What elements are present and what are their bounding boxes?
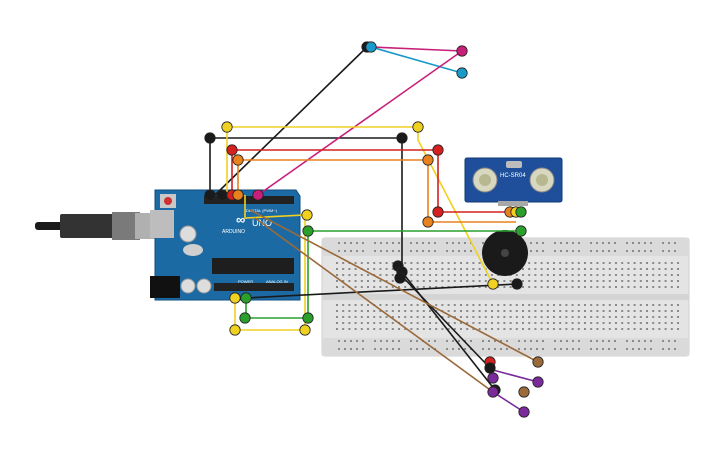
pin-arduino-d11[interactable] (232, 189, 244, 201)
pin-sensor-gnd[interactable] (515, 206, 527, 218)
ultrasonic-sensor[interactable]: HC-SR04 (464, 157, 563, 206)
arduino-logo-icon: ∞ (236, 212, 245, 227)
wires-layer (209, 46, 539, 413)
pin-black-right[interactable] (396, 132, 408, 144)
power-jack (150, 276, 180, 298)
pin-green-bb-low[interactable] (302, 312, 314, 324)
pin-black-corner[interactable] (204, 132, 216, 144)
pin-green-bb[interactable] (302, 225, 314, 237)
pin-brown-lower[interactable] (518, 386, 530, 398)
sensor-model-label: HC-SR04 (500, 173, 526, 179)
pin-brown-right[interactable] (532, 356, 544, 368)
pin-orange-right[interactable] (422, 154, 434, 166)
pin-orange-sensor[interactable] (422, 216, 434, 228)
wire-orange[interactable] (237, 159, 429, 222)
pin-yellow-right[interactable] (412, 121, 424, 133)
pin-arduino-d9[interactable] (252, 189, 264, 201)
pin-magenta-top[interactable] (456, 45, 468, 57)
wire-cyan[interactable] (370, 46, 463, 74)
atmega-chip (212, 258, 294, 274)
wire-magenta[interactable] (257, 50, 463, 196)
wire-purple-2[interactable] (492, 391, 525, 413)
pin-arduino-d13[interactable] (216, 189, 228, 201)
breadboard[interactable] (321, 237, 690, 357)
usb-port (150, 210, 174, 238)
pin-buzzer-yellow[interactable] (487, 278, 499, 290)
digital-pins-label: DIGITAL (PWM~) (246, 208, 278, 213)
wire-red[interactable] (231, 149, 439, 212)
wire-magenta-2[interactable] (370, 46, 463, 52)
wire-black-buzzer[interactable] (245, 283, 518, 299)
pin-arduino-5v[interactable] (229, 292, 241, 304)
digital-header (204, 196, 294, 204)
pin-purple-bottom[interactable] (518, 406, 530, 418)
pin-purple-lower[interactable] (487, 372, 499, 384)
pin-yellow-corner[interactable] (221, 121, 233, 133)
pin-cyan-top[interactable] (365, 41, 377, 53)
arduino-uno-board[interactable]: ∞ ARDUINO UNO DIGITAL (PWM~) POWER ANALO… (150, 189, 301, 301)
arduino-brand-label: ARDUINO (222, 229, 245, 235)
pin-arduino-gnd[interactable] (204, 189, 216, 201)
wire-brown-1[interactable] (249, 209, 539, 363)
pin-green-low[interactable] (239, 312, 251, 324)
usb-cable (35, 212, 167, 240)
wire-black-low-1[interactable] (397, 271, 491, 369)
wire-black-gnd[interactable] (209, 137, 403, 272)
pin-orange-corner[interactable] (232, 154, 244, 166)
wire-purple-1[interactable] (492, 369, 539, 383)
pin-yellow-low[interactable] (229, 324, 241, 336)
pin-buzzer-black[interactable] (511, 278, 523, 290)
pin-black-lower[interactable] (484, 362, 496, 374)
power-pins-label: POWER (238, 279, 253, 284)
breadboard-holes (336, 242, 679, 350)
power-analog-header (214, 283, 294, 291)
pin-yellow-bb-low[interactable] (299, 324, 311, 336)
pin-purple-right[interactable] (532, 376, 544, 388)
pin-red-right[interactable] (432, 144, 444, 156)
wire-endpoints-layer (204, 41, 544, 418)
wire-black-top[interactable] (214, 46, 368, 196)
pin-cyan-right[interactable] (456, 67, 468, 79)
pin-red-sensor[interactable] (432, 206, 444, 218)
pin-arduino-gnd2[interactable] (240, 292, 252, 304)
pin-purple-lower-2[interactable] (487, 386, 499, 398)
wire-black-low-2[interactable] (401, 271, 496, 391)
pin-green-sensor[interactable] (515, 225, 527, 237)
wire-brown-2[interactable] (254, 217, 494, 393)
analog-pins-label: ANALOG IN (266, 279, 288, 284)
pin-black-bb-3[interactable] (394, 272, 406, 284)
pin-red-corner[interactable] (226, 144, 238, 156)
pin-yellow-bb[interactable] (301, 209, 313, 221)
